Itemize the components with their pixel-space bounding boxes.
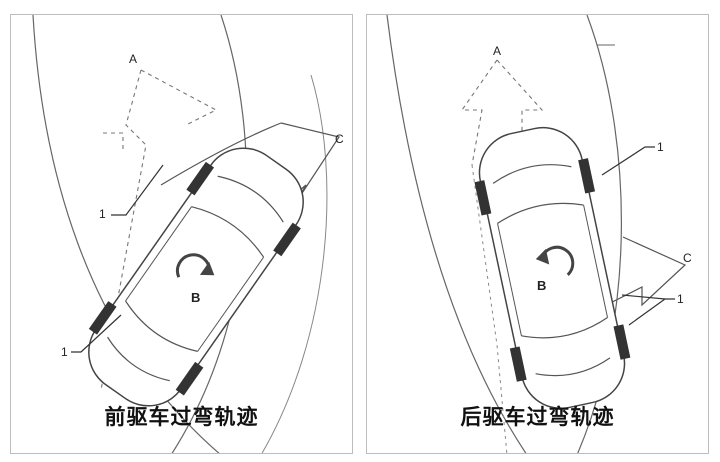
callout-line-top xyxy=(601,146,655,176)
trajectory-c-outer xyxy=(160,122,282,186)
callout-line-bottom xyxy=(621,294,675,326)
trajectory-a xyxy=(100,69,218,391)
road-inner-edge xyxy=(386,15,527,453)
front-left-wheel xyxy=(474,180,492,216)
rear-left-wheel xyxy=(88,301,117,335)
label-b: B xyxy=(191,290,200,305)
road-inner-edge xyxy=(32,15,220,453)
label-b: B xyxy=(537,278,546,293)
callout-1-top: 1 xyxy=(99,207,106,221)
front-right-wheel xyxy=(578,158,596,194)
front-drive-diagram: A B C 1 1 xyxy=(32,15,344,453)
trajectory-a xyxy=(460,59,544,166)
label-a: A xyxy=(493,44,501,58)
rear-drive-diagram: A B C 1 1 xyxy=(386,15,692,453)
panel-caption: 前驱车过弯轨迹 xyxy=(104,405,259,429)
car-body xyxy=(478,126,626,410)
rear-right-wheel xyxy=(613,324,631,360)
front-right-wheel xyxy=(273,222,301,257)
rear-right-wheel xyxy=(175,361,204,396)
callout-1-bottom: 1 xyxy=(677,292,684,306)
label-c: C xyxy=(335,132,344,146)
rear-left-wheel xyxy=(509,346,527,382)
callout-line-bottom xyxy=(71,314,122,353)
callout-1-bottom: 1 xyxy=(61,345,68,359)
car xyxy=(88,147,304,407)
front-left-wheel xyxy=(186,161,215,196)
trajectory-a-arrow-stem xyxy=(103,132,124,150)
label-c: C xyxy=(683,251,692,265)
rear-drive-panel: A B C 1 1 后驱车过弯轨迹 xyxy=(366,14,709,454)
road-edge-far xyxy=(261,74,328,453)
car xyxy=(474,126,631,410)
panel-caption: 后驱车过弯轨迹 xyxy=(460,405,615,429)
car-body xyxy=(88,147,304,407)
front-drive-panel: A B C 1 1 前驱车过弯轨迹 xyxy=(10,14,353,454)
callout-line-top xyxy=(111,164,164,216)
label-a: A xyxy=(129,52,137,66)
callout-1-top: 1 xyxy=(657,140,664,154)
